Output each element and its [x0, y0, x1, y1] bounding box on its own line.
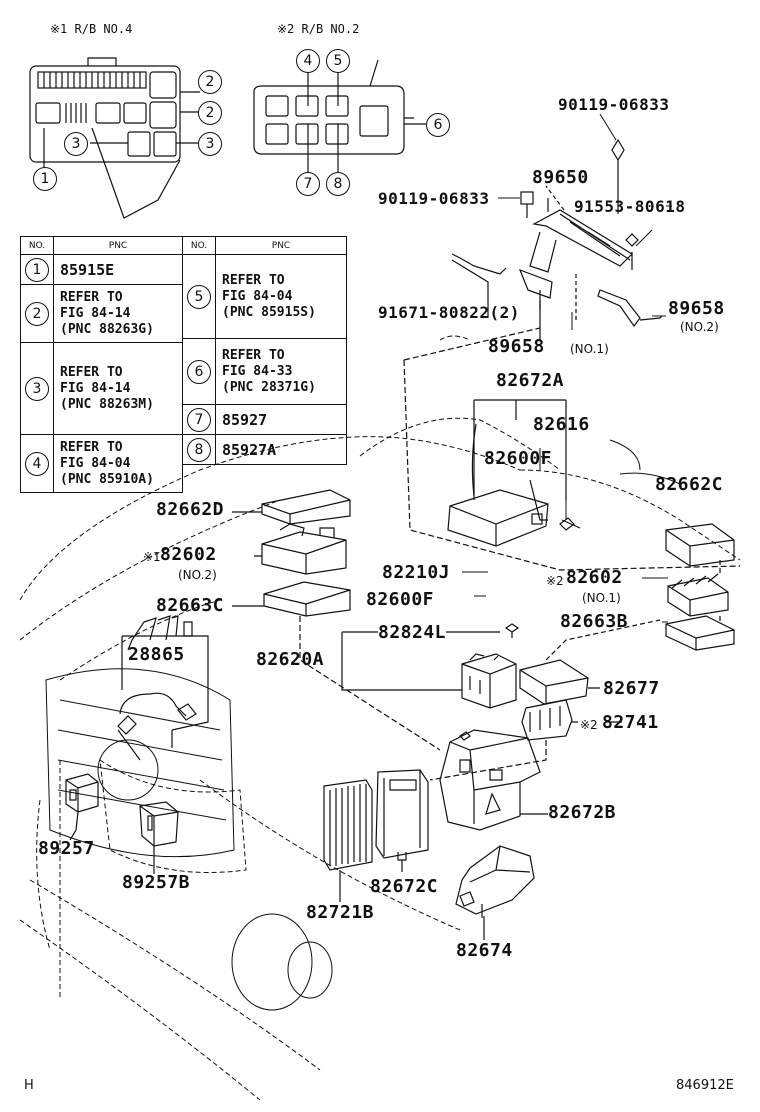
- label-82677: 82677: [603, 678, 660, 699]
- leader-lines: [462, 113, 681, 623]
- label-89257: 89257: [38, 838, 95, 859]
- label-89257B: 89257B: [122, 872, 191, 893]
- label-82602-no2-note: (NO.2): [178, 568, 217, 582]
- row-pnc: REFER TO FIG 84-04 (PNC 85915S): [215, 254, 347, 339]
- callout-6: 6: [426, 113, 450, 137]
- col-header-pnc-left: PNC: [53, 236, 183, 255]
- row-no: 2: [20, 284, 54, 343]
- row-pnc: 85927A: [215, 434, 347, 465]
- callout-5: 5: [326, 49, 350, 73]
- label-82674: 82674: [456, 940, 513, 961]
- label-91671: 91671-80822(2): [378, 303, 520, 322]
- label-82824L: 82824L: [378, 622, 447, 643]
- label-82602-no1-mark: ※2: [546, 574, 564, 588]
- label-89658-no2-note: (NO.2): [680, 320, 719, 334]
- label-82210J: 82210J: [382, 562, 451, 583]
- part-28865: [117, 615, 209, 761]
- bracket-82672B: [439, 729, 548, 831]
- row-no: 4: [20, 434, 54, 493]
- table-empty-cell: [183, 465, 347, 493]
- col-header-pnc-right: PNC: [215, 236, 347, 255]
- label-82721B: 82721B: [306, 902, 375, 923]
- relays-right: [429, 523, 735, 781]
- row-no: 5: [182, 254, 216, 339]
- callout-1: 1: [33, 167, 57, 191]
- label-89650: 89650: [532, 167, 589, 188]
- row-pnc: REFER TO FIG 84-14 (PNC 88263M): [53, 342, 183, 435]
- label-82602-no1-note: (NO.1): [582, 591, 621, 605]
- label-82672A: 82672A: [496, 370, 565, 391]
- junction-parts-left: [232, 489, 441, 751]
- row-no: 1: [20, 254, 54, 285]
- label-82741-mark: ※2: [580, 718, 598, 732]
- label-82600F-mid: 82600F: [366, 589, 435, 610]
- row-pnc: 85927: [215, 404, 347, 435]
- label-82602-no2-mark: ※1: [143, 550, 161, 564]
- label-82602-no1: 82602: [566, 567, 623, 588]
- label-90119-top: 90119-06833: [558, 95, 670, 114]
- callout-3-left: 3: [64, 132, 88, 156]
- row-pnc: REFER TO FIG 84-04 (PNC 85910A): [53, 434, 183, 493]
- label-82672C: 82672C: [370, 876, 439, 897]
- row-pnc: REFER TO FIG 84-33 (PNC 28371G): [215, 338, 347, 405]
- callout-2-lower: 2: [198, 101, 222, 125]
- junction-block-82620A: [341, 623, 520, 709]
- label-90119-left: 90119-06833: [378, 189, 490, 208]
- label-82620A: 82620A: [256, 649, 325, 670]
- label-89658-no1: 89658: [488, 336, 545, 357]
- control-units-82721B-82672C: [323, 769, 429, 902]
- row-pnc: 85915E: [53, 254, 183, 285]
- bracket-82674: [455, 845, 535, 940]
- label-91553: 91553-80618: [574, 197, 686, 216]
- relay-block-no2-inset: [253, 59, 426, 174]
- label-89658-no2: 89658: [668, 298, 725, 319]
- drawing-number: 846912E: [676, 1078, 734, 1093]
- label-89658-no1-note: (NO.1): [570, 342, 609, 356]
- label-82672B: 82672B: [548, 802, 617, 823]
- label-82663B: 82663B: [560, 611, 629, 632]
- pnc-reference-table: NO. PNC NO. PNC 1 85915E 5 REFER TO FIG …: [20, 236, 347, 493]
- label-28865: 28865: [128, 644, 185, 665]
- row-no: 7: [182, 404, 216, 435]
- callout-7: 7: [296, 172, 320, 196]
- col-header-no-left: NO.: [20, 236, 54, 255]
- callout-8: 8: [326, 172, 350, 196]
- callout-4: 4: [296, 49, 320, 73]
- label-82663C: 82663C: [156, 595, 225, 616]
- label-82600F-top: 82600F: [484, 448, 553, 469]
- relay-block-no2-title: ※2 R/B NO.2: [277, 22, 360, 36]
- label-82602-no2: 82602: [160, 544, 217, 565]
- bracket-89650-assembly: [451, 138, 663, 340]
- relay-block-no4-inset: [29, 57, 200, 219]
- footer-left-code: H: [24, 1078, 34, 1093]
- relay-block-no4-title: ※1 R/B NO.4: [50, 22, 133, 36]
- label-82741: 82741: [602, 712, 659, 733]
- callout-2-upper: 2: [198, 70, 222, 94]
- col-header-no-right: NO.: [182, 236, 216, 255]
- label-82616: 82616: [533, 414, 590, 435]
- row-no: 6: [182, 338, 216, 405]
- row-pnc: REFER TO FIG 84-14 (PNC 88263G): [53, 284, 183, 343]
- label-82662C: 82662C: [655, 474, 724, 495]
- fuse-box-82672A: [403, 327, 741, 571]
- modules-89257: [65, 773, 179, 874]
- row-no: 8: [182, 434, 216, 465]
- callout-3-right: 3: [198, 132, 222, 156]
- row-no: 3: [20, 342, 54, 435]
- label-82662D: 82662D: [156, 499, 225, 520]
